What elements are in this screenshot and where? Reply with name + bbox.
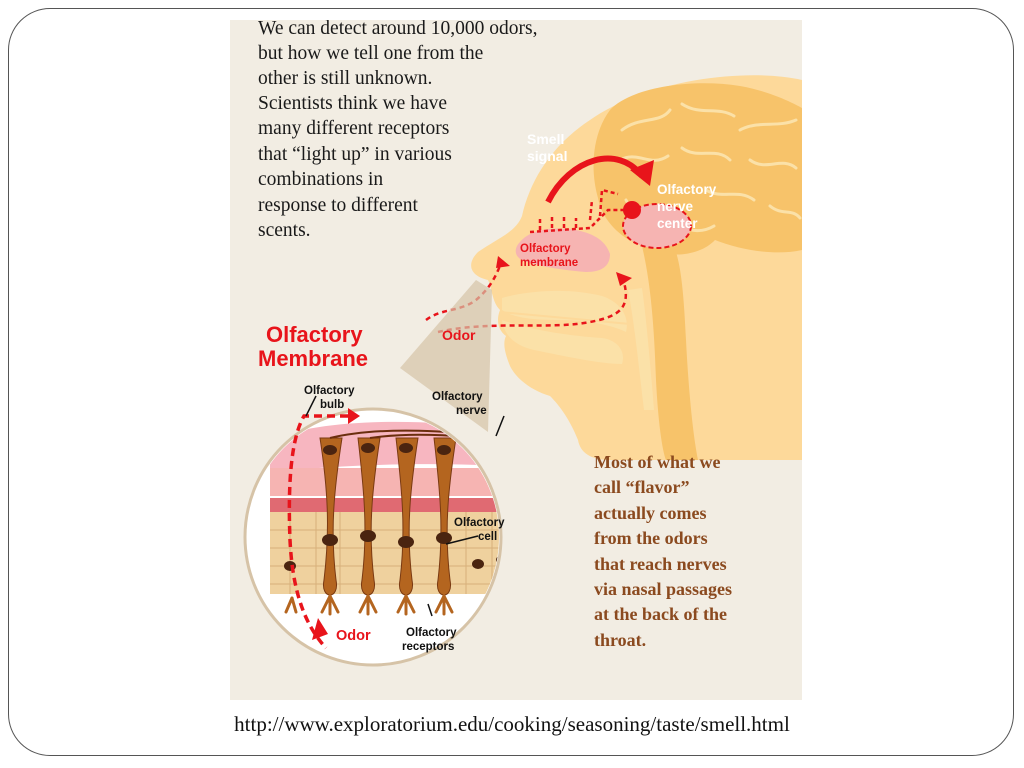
flavor-line: call “flavor” [594,477,689,497]
intro-line: many different receptors [258,118,449,139]
intro-line: Scientists think we have [258,93,447,114]
intro-line: combinations in [258,169,383,190]
intro-line: response to different [258,195,419,216]
flavor-line: throat. [594,630,646,650]
flavor-line: actually comes [594,503,706,523]
intro-line: that “light up” in various [258,144,452,165]
source-url-caption: http://www.exploratorium.edu/cooking/sea… [0,712,1024,737]
intro-line: but how we tell one from the [258,43,483,64]
flavor-line: at the back of the [594,604,727,624]
flavor-line: that reach nerves [594,554,727,574]
flavor-line: from the odors [594,528,708,548]
flavor-line: Most of what we [594,452,720,472]
smell-signal-label: Smell signal [527,131,568,164]
inset-odor-label: Odor [336,628,371,644]
intro-line: scents. [258,220,311,241]
intro-line: other is still unknown. [258,68,432,89]
flavor-line: via nasal passages [594,579,732,599]
odor-label: Odor [442,327,476,343]
membrane-title: Olfactory Membrane [258,322,369,371]
smell-diagram: We can detect around 10,000 odors, but h… [230,20,802,700]
intro-line: We can detect around 10,000 odors, [258,20,537,39]
